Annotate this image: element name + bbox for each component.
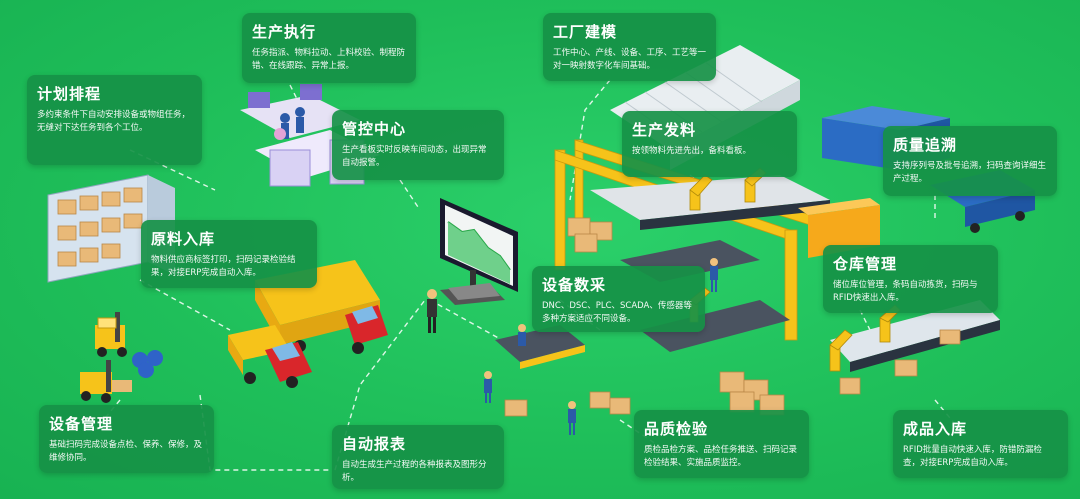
workers (484, 258, 718, 435)
card-factory-desc: 工作中心、产线、设备、工序、工艺等一对一映射数字化车间基础。 (553, 48, 707, 71)
card-factory-title: 工厂建模 (553, 23, 618, 41)
card-report: 自动报表 自动生成生产过程的各种报表及图形分析。 (332, 425, 504, 489)
monitor-screen (440, 198, 518, 305)
card-collect-desc: DNC、DSC、PLC、SCADA、传感器等多种方案适应不同设备。 (542, 301, 692, 324)
card-inspection-title: 品质检验 (644, 420, 709, 438)
card-warehouse-title: 仓库管理 (833, 255, 898, 273)
card-receive-title: 原料入库 (151, 230, 216, 248)
card-warehouse: 仓库管理 储位库位管理，条码自动拣货，扫码与RFID快速出入库。 (823, 245, 998, 313)
card-production-title: 生产执行 (252, 23, 317, 41)
card-plan-title: 计划排程 (37, 85, 102, 103)
card-collect: 设备数采 DNC、DSC、PLC、SCADA、传感器等多种方案适应不同设备。 (532, 266, 705, 332)
card-control-desc: 生产看板实时反映车间动态，出现异常自动报警。 (342, 145, 487, 168)
card-equipment: 设备管理 基础扫码完成设备点检、保养、保修，及维修协同。 (39, 405, 214, 473)
card-report-title: 自动报表 (342, 435, 407, 453)
card-finished-desc: RFID批量自动快速入库，防错防漏检查，对接ERP完成自动入库。 (903, 445, 1042, 468)
card-factory: 工厂建模 工作中心、产线、设备、工序、工艺等一对一映射数字化车间基础。 (543, 13, 716, 81)
card-finished-title: 成品入库 (903, 420, 968, 438)
card-trace: 质量追溯 支持序列号及批号追溯，扫码查询详细生产过程。 (883, 126, 1057, 196)
card-inspection: 品质检验 质检品检方案、品检任务推送、扫码记录检验结果、实施品质监控。 (634, 410, 809, 478)
delivery-truck (228, 325, 312, 388)
card-receive: 原料入库 物料供应商标签打印，扫码记录检验结果，对接ERP完成自动入库。 (141, 220, 317, 288)
card-dispatch: 生产发料 按领物料先进先出，备料看板。 (622, 111, 797, 177)
card-dispatch-desc: 按领物料先进先出，备料看板。 (632, 146, 752, 156)
card-finished: 成品入库 RFID批量自动快速入库，防错防漏检查，对接ERP完成自动入库。 (893, 410, 1068, 478)
storage-bin (798, 198, 880, 258)
forklift-2 (80, 360, 132, 403)
manager-figure (427, 289, 437, 333)
card-control-title: 管控中心 (342, 120, 407, 138)
card-report-desc: 自动生成生产过程的各种报表及图形分析。 (342, 460, 487, 483)
card-plan: 计划排程 多约束条件下自动安排设备或物组任务，无缝对下达任务到各个工位。 (27, 75, 202, 165)
card-equipment-title: 设备管理 (49, 415, 114, 433)
card-production-desc: 任务指派、物料拉动、上料校验、制程防错、在线跟踪、异常上报。 (252, 48, 406, 71)
card-equipment-desc: 基础扫码完成设备点检、保养、保修，及维修协同。 (49, 440, 203, 463)
production-conveyor (495, 175, 1000, 372)
card-trace-title: 质量追溯 (893, 136, 958, 154)
card-inspection-desc: 质检品检方案、品检任务推送、扫码记录检验结果、实施品质监控。 (644, 445, 798, 468)
card-plan-desc: 多约束条件下自动安排设备或物组任务，无缝对下达任务到各个工位。 (37, 110, 191, 133)
card-trace-desc: 支持序列号及批号追溯，扫码查询详细生产过程。 (893, 161, 1047, 184)
card-production: 生产执行 任务指派、物料拉动、上料校验、制程防错、在线跟踪、异常上报。 (242, 13, 416, 83)
card-collect-title: 设备数采 (542, 276, 607, 294)
card-warehouse-desc: 储位库位管理，条码自动拣货，扫码与RFID快速出入库。 (833, 280, 978, 303)
card-dispatch-title: 生产发料 (632, 121, 697, 139)
card-control: 管控中心 生产看板实时反映车间动态，出现异常自动报警。 (332, 110, 504, 180)
card-receive-desc: 物料供应商标签打印，扫码记录检验结果，对接ERP完成自动入库。 (151, 255, 296, 278)
forklift-1 (95, 312, 163, 378)
